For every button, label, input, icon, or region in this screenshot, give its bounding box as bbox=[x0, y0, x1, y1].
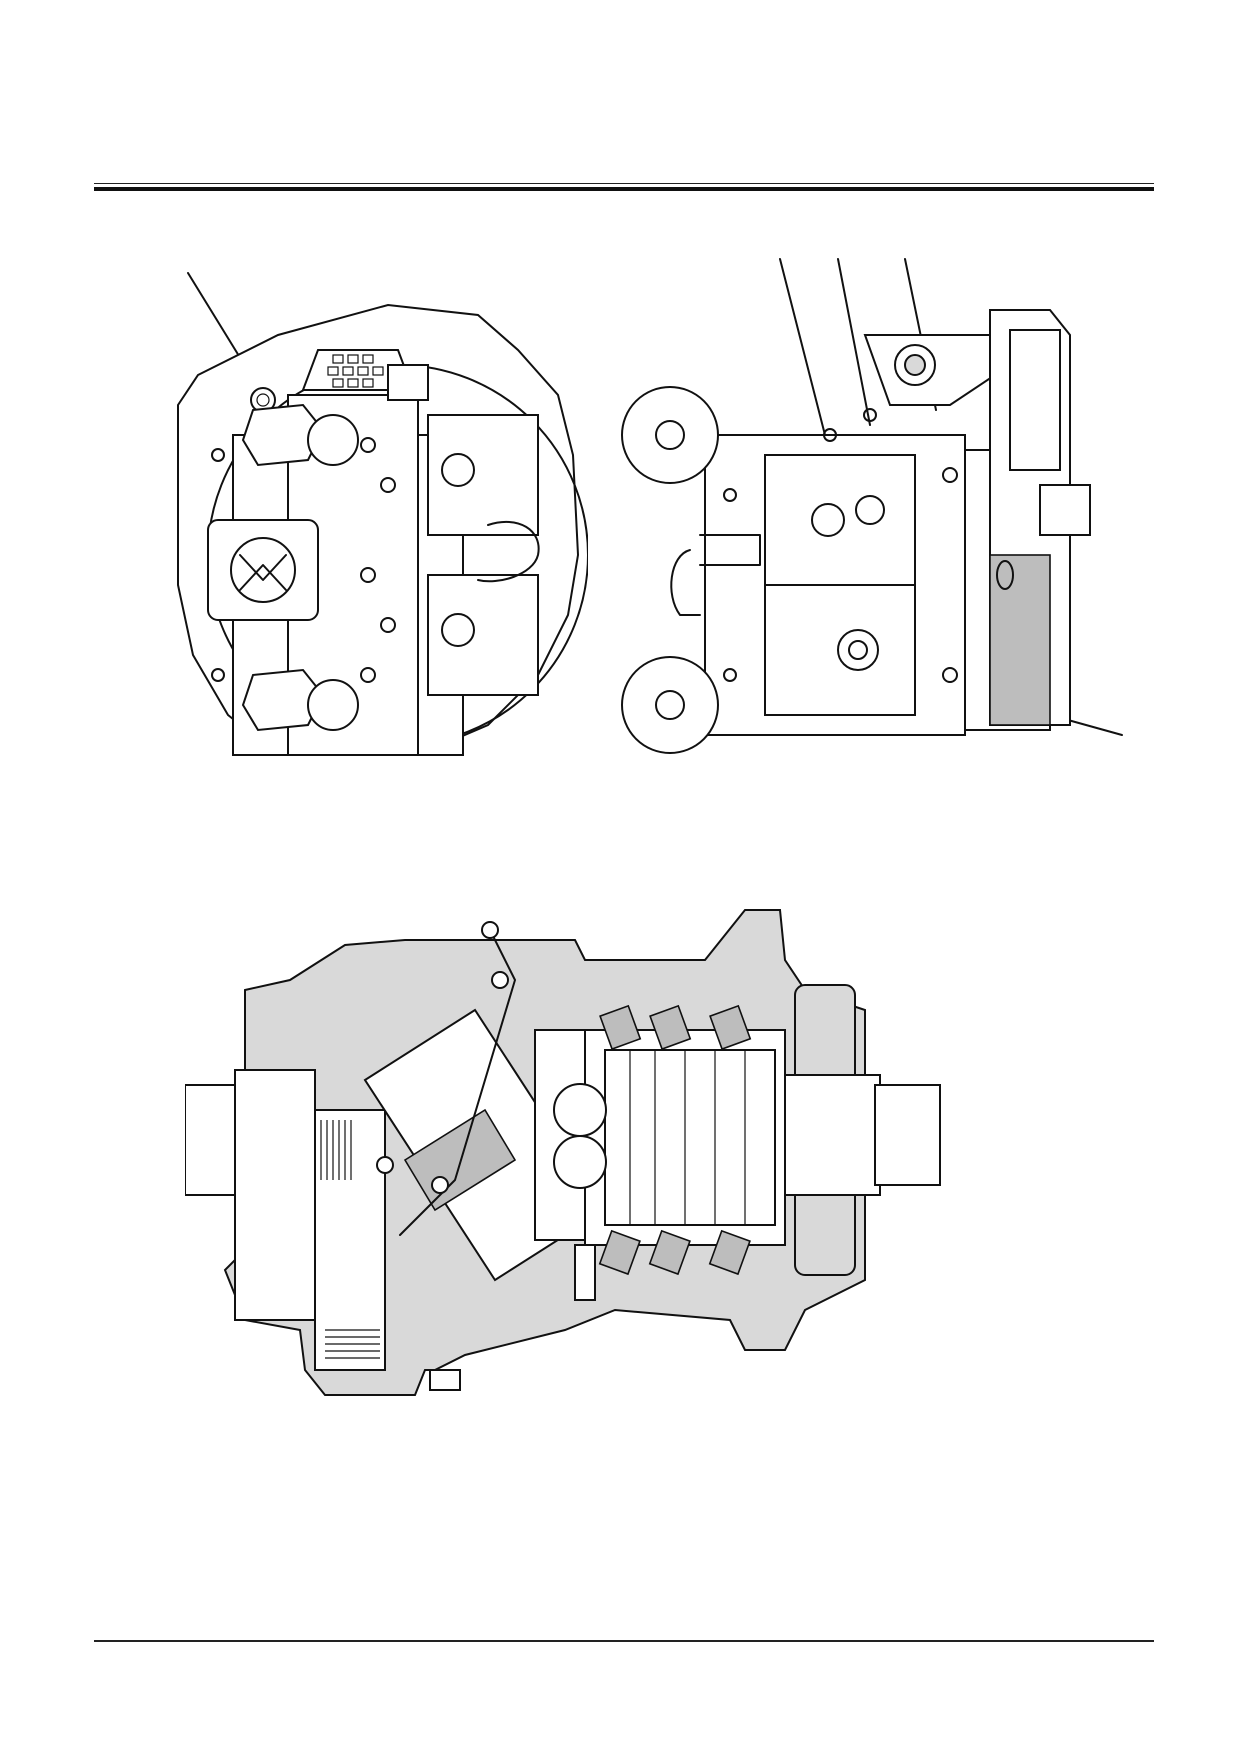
round-flange-upper bbox=[307, 414, 359, 466]
linkage-pivot-low bbox=[431, 1176, 449, 1194]
output-spline bbox=[874, 1084, 941, 1186]
callout-leader-line-1 bbox=[779, 258, 826, 436]
pump-cross-section-drawing bbox=[185, 909, 941, 1396]
pump-end-view-illustration bbox=[158, 255, 588, 760]
footer-rule bbox=[94, 1640, 1154, 1642]
end-cap-upper bbox=[621, 386, 719, 484]
hex-cap-upper bbox=[241, 403, 325, 467]
gear-cover bbox=[1009, 329, 1061, 471]
spherical-joint-upper bbox=[553, 1083, 607, 1137]
valve-plate bbox=[314, 1109, 386, 1371]
valve-plate-ribs bbox=[320, 1120, 380, 1359]
mounting-bolts bbox=[211, 437, 396, 683]
output-shaft bbox=[784, 1074, 881, 1196]
suction-port bbox=[230, 537, 296, 603]
drive-shaft-body bbox=[604, 1049, 776, 1226]
round-flange-lower bbox=[307, 679, 359, 731]
lower-bolt bbox=[429, 1369, 461, 1391]
pump-cross-section-illustration bbox=[185, 900, 1065, 1400]
header-rule-thin bbox=[94, 183, 1154, 184]
linkage-pivot-left bbox=[376, 1156, 394, 1174]
connector-block bbox=[387, 364, 429, 401]
header-rule-thick bbox=[94, 187, 1154, 191]
pilot-line-upper bbox=[699, 534, 761, 566]
regulator-upper bbox=[427, 414, 539, 536]
pilot-hose bbox=[477, 520, 540, 583]
shaft-ribs bbox=[629, 1050, 746, 1225]
bearing-rollers bbox=[598, 1004, 752, 1276]
linkage-pivot-top bbox=[481, 921, 499, 939]
callout-leader-line-2 bbox=[837, 258, 871, 426]
solenoid-connector-grid bbox=[327, 354, 384, 388]
pump-side-view-drawing bbox=[621, 258, 1123, 754]
pilot-hose bbox=[670, 549, 701, 616]
drain-plug bbox=[574, 1244, 596, 1301]
gear-cover-lower bbox=[989, 554, 1051, 726]
linkage-pivot-mid bbox=[491, 971, 509, 989]
regulator-lower bbox=[427, 574, 539, 696]
pump-side-view-illustration bbox=[610, 255, 1135, 760]
pump-end-view-drawing bbox=[177, 272, 588, 756]
drive-shaft bbox=[1039, 484, 1091, 536]
end-cover bbox=[234, 1069, 316, 1321]
hex-cap-lower bbox=[241, 668, 325, 732]
end-cap-lower bbox=[621, 656, 719, 754]
mounting-bolts bbox=[723, 408, 958, 683]
regulator-upper bbox=[764, 454, 916, 591]
control-linkage bbox=[399, 929, 516, 1236]
spherical-joint-lower bbox=[553, 1135, 607, 1189]
